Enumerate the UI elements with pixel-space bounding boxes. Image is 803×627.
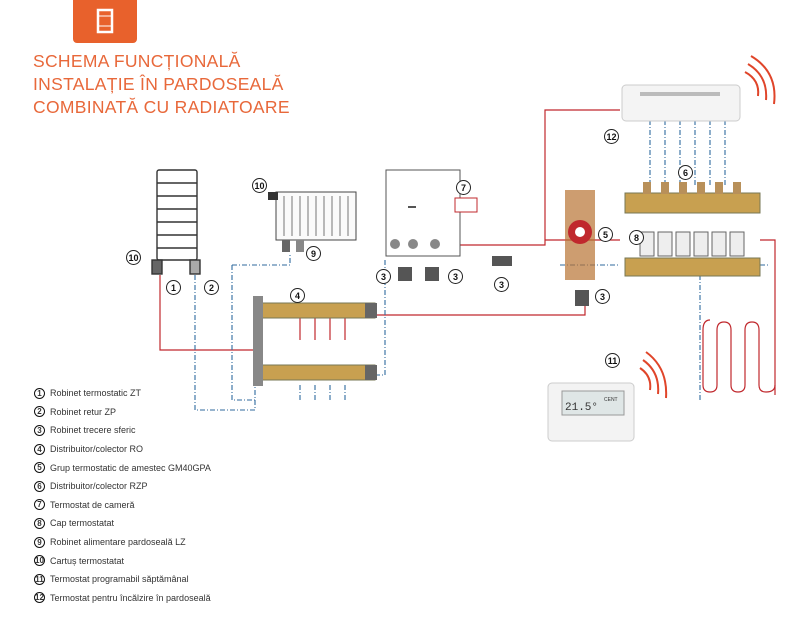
callout-5: 5 bbox=[598, 227, 613, 242]
legend-number: 1 bbox=[34, 387, 45, 399]
callout-3b: 3 bbox=[448, 269, 463, 284]
manifold-ro bbox=[253, 296, 377, 386]
legend-label: Grup termostatic de amestec GM40GPA bbox=[50, 462, 211, 473]
callout-3: 3 bbox=[376, 269, 391, 284]
legend-number: 6 bbox=[34, 480, 45, 492]
legend-number: 2 bbox=[34, 406, 45, 418]
programmable-thermostat: 21.5° CENT bbox=[547, 382, 635, 442]
callout-7: 7 bbox=[456, 180, 471, 195]
legend-label: Robinet alimentare pardoseală LZ bbox=[50, 537, 186, 548]
boiler bbox=[385, 169, 478, 257]
logo bbox=[73, 0, 137, 43]
legend: 1 Robinet termostatic ZT 2 Robinet retur Z… bbox=[34, 384, 211, 607]
callout-3d: 3 bbox=[595, 289, 610, 304]
floor-heating-controller bbox=[621, 84, 741, 122]
legend-number: 10 bbox=[34, 555, 45, 567]
legend-item: 5 Grup termostatic de amestec GM40GPA bbox=[34, 458, 211, 477]
callout-3c: 3 bbox=[494, 277, 509, 292]
legend-number: 7 bbox=[34, 499, 45, 511]
room-thermostat bbox=[454, 197, 478, 213]
callout-8: 8 bbox=[629, 230, 644, 245]
legend-number: 11 bbox=[34, 573, 45, 585]
callout-10b: 10 bbox=[252, 178, 267, 193]
callout-11: 11 bbox=[605, 353, 620, 368]
legend-number: 5 bbox=[34, 462, 45, 474]
callout-9: 9 bbox=[306, 246, 321, 261]
legend-label: Cartuș termostatat bbox=[50, 555, 125, 566]
callout-4: 4 bbox=[290, 288, 305, 303]
callout-12: 12 bbox=[604, 129, 619, 144]
title-line: INSTALAȚIE ÎN PARDOSEALĂ bbox=[33, 74, 284, 94]
panel-radiator bbox=[268, 191, 357, 252]
ball-valves bbox=[398, 256, 589, 306]
legend-item: 4 Distribuitor/colector RO bbox=[34, 440, 211, 459]
thermostat-temperature: 21.5° bbox=[565, 402, 598, 414]
mixing-group bbox=[565, 190, 595, 280]
callout-2: 2 bbox=[204, 280, 219, 295]
legend-label: Termostat programabil săptămânal bbox=[50, 574, 189, 585]
legend-item: 11 Termostat programabil săptămânal bbox=[34, 570, 211, 589]
legend-item: 9 Robinet alimentare pardoseală LZ bbox=[34, 533, 211, 552]
legend-item: 10 Cartuș termostatat bbox=[34, 551, 211, 570]
legend-label: Cap termostatat bbox=[50, 518, 115, 529]
return-pipes bbox=[194, 120, 770, 411]
legend-label: Distribuitor/colector RZP bbox=[50, 481, 148, 492]
legend-number: 3 bbox=[34, 424, 45, 436]
legend-label: Robinet trecere sferic bbox=[50, 425, 136, 436]
callout-10: 10 bbox=[126, 250, 141, 265]
title-line: COMBINATĂ CU RADIATOARE bbox=[33, 97, 290, 117]
legend-label: Distribuitor/colector RO bbox=[50, 444, 144, 455]
legend-number: 8 bbox=[34, 517, 45, 529]
legend-number: 12 bbox=[34, 592, 45, 604]
legend-item: 3 Robinet trecere sferic bbox=[34, 421, 211, 440]
legend-item: 8 Cap termostatat bbox=[34, 514, 211, 533]
legend-number: 4 bbox=[34, 443, 45, 455]
wireless-signal-icon bbox=[639, 55, 776, 399]
legend-item: 1 Robinet termostatic ZT bbox=[34, 384, 211, 403]
legend-label: Termostat de cameră bbox=[50, 499, 135, 510]
legend-label: Robinet termostatic ZT bbox=[50, 388, 142, 399]
legend-label: Robinet retur ZP bbox=[50, 406, 117, 417]
legend-item: 2 Robinet retur ZP bbox=[34, 403, 211, 422]
callout-1: 1 bbox=[166, 280, 181, 295]
radiator-icon bbox=[96, 8, 114, 34]
thermostat-mode: CENT bbox=[604, 397, 618, 403]
legend-item: 12 Termostat pentru încălzire în pardosea… bbox=[34, 589, 211, 608]
page-title: SCHEMA FUNCȚIONALĂ INSTALAȚIE ÎN PARDOSE… bbox=[33, 50, 290, 119]
title-line: SCHEMA FUNCȚIONALĂ bbox=[33, 51, 241, 71]
legend-number: 9 bbox=[34, 536, 45, 548]
manifold-rzp bbox=[624, 182, 761, 277]
legend-item: 7 Termostat de cameră bbox=[34, 496, 211, 515]
callout-6: 6 bbox=[678, 165, 693, 180]
towel-radiator bbox=[151, 169, 201, 275]
legend-item: 6 Distribuitor/colector RZP bbox=[34, 477, 211, 496]
legend-label: Termostat pentru încălzire în pardoseală bbox=[50, 592, 211, 603]
